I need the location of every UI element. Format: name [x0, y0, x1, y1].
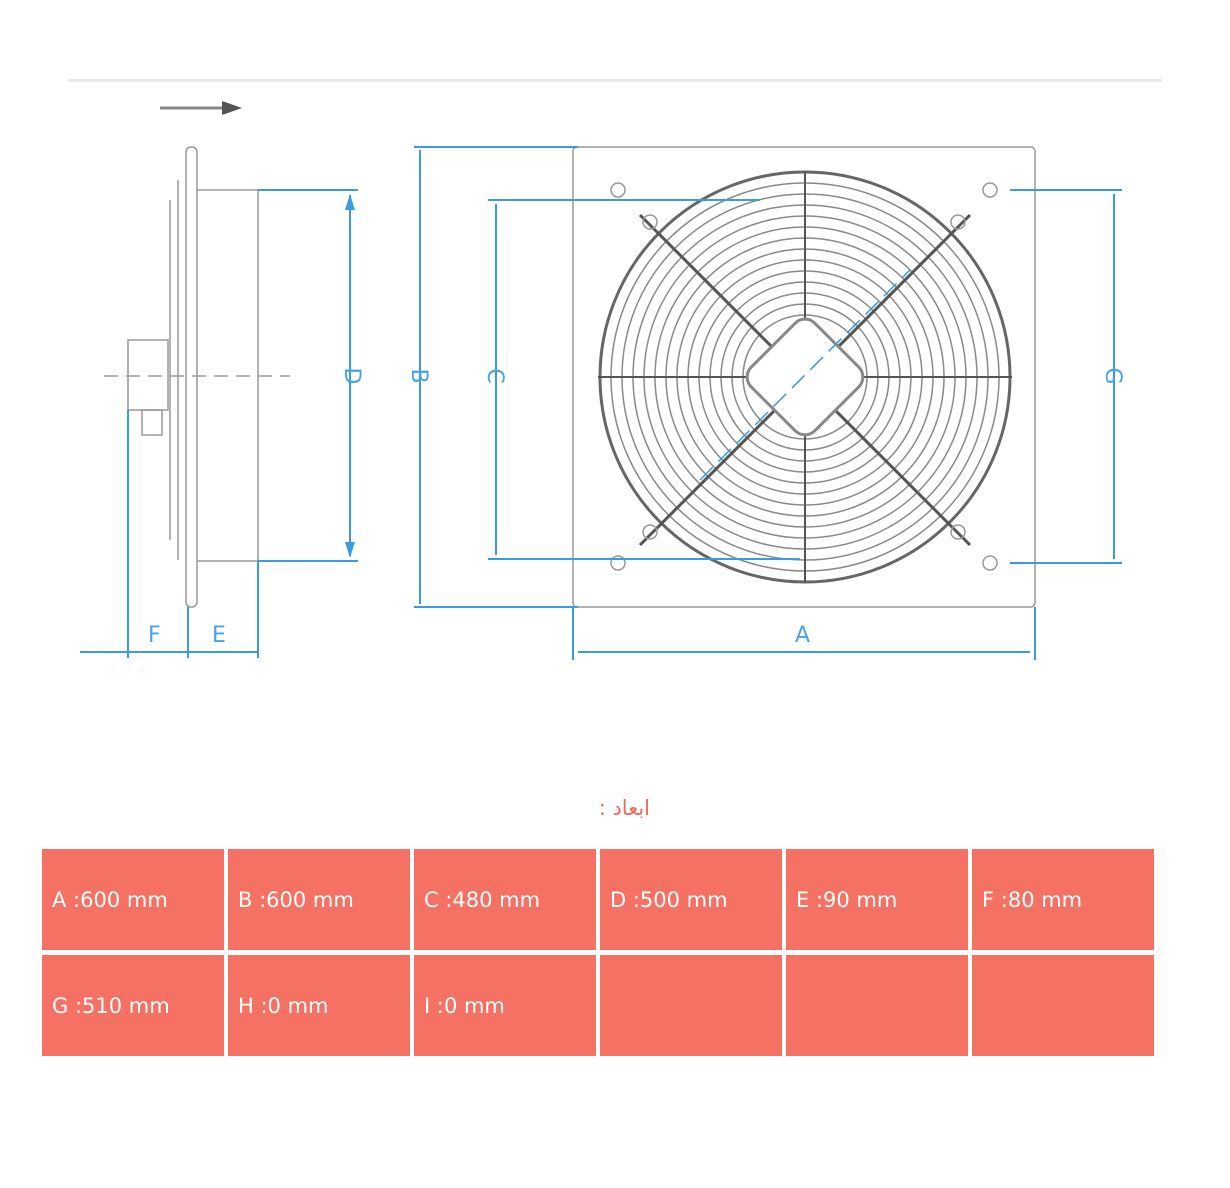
dim-cell-g: G :510 mm [42, 955, 224, 1056]
empty-cell [600, 955, 782, 1056]
front-view [572, 146, 1036, 608]
table-row: A :600 mm B :600 mm C :480 mm D :500 mm … [42, 849, 1154, 950]
dim-cell-h: H :0 mm [228, 955, 410, 1056]
label-d: D [339, 368, 364, 385]
mounting-hole [642, 524, 658, 540]
mounting-hole [610, 555, 626, 571]
dimensions-caption: ابعاد : [598, 796, 650, 820]
label-e: E [212, 623, 226, 648]
mounting-hole [642, 214, 658, 230]
side-view [104, 101, 290, 608]
label-b: B [406, 368, 431, 383]
label-a: A [795, 623, 810, 648]
label-c: C [482, 368, 507, 383]
dim-cell-d: D :500 mm [600, 849, 782, 950]
empty-cell [972, 955, 1154, 1056]
front-dimensions: B C G A [406, 146, 1125, 660]
fan-dimension-drawing: D F E B C G A [80, 101, 1125, 660]
side-dimensions: D F E [80, 189, 364, 658]
label-g: G [1100, 367, 1125, 384]
label-f: F [148, 623, 161, 648]
dim-cell-c: C :480 mm [414, 849, 596, 950]
dimensions-table: A :600 mm B :600 mm C :480 mm D :500 mm … [38, 844, 1158, 1061]
mounting-hole [982, 555, 998, 571]
dim-cell-b: B :600 mm [228, 849, 410, 950]
dim-cell-a: A :600 mm [42, 849, 224, 950]
dim-cell-f: F :80 mm [972, 849, 1154, 950]
empty-cell [786, 955, 968, 1056]
airflow-arrow-icon [222, 101, 242, 115]
mounting-hole [982, 182, 998, 198]
mounting-hole [950, 214, 966, 230]
table-row: G :510 mm H :0 mm I :0 mm [42, 955, 1154, 1056]
divider [68, 79, 1162, 82]
mounting-hole [610, 182, 626, 198]
mounting-hole [950, 524, 966, 540]
dim-cell-e: E :90 mm [786, 849, 968, 950]
dim-cell-i: I :0 mm [414, 955, 596, 1056]
